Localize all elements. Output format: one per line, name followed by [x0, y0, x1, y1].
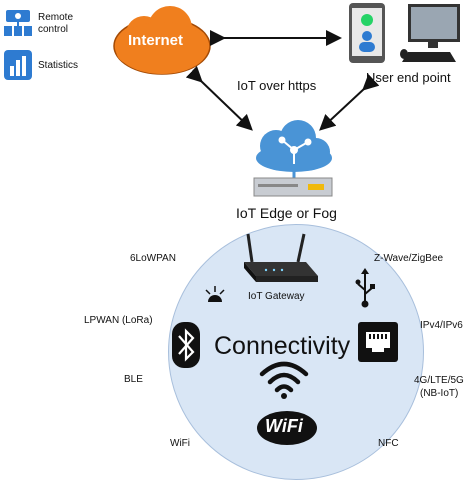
ethernet-port-icon: [358, 322, 398, 362]
protocol-cellular-line2: (NB-IoT): [420, 388, 459, 399]
router-icon: [242, 232, 318, 288]
protocol-zwave-zigbee: Z-Wave/ZigBee: [374, 253, 444, 264]
lpwan-signal-icon: [204, 286, 226, 304]
connectivity-label: Connectivity: [214, 332, 351, 360]
protocol-6lowpan: 6LoWPAN: [130, 253, 176, 264]
iot-edge-fog-label: IoT Edge or Fog: [236, 205, 337, 221]
statistics-label: Statistics: [38, 60, 79, 71]
wifi-logo-icon: [256, 408, 318, 446]
protocol-wifi: WiFi: [170, 438, 190, 449]
wifi-logo-text: WiFi: [265, 416, 303, 436]
internet-cloud: [108, 2, 216, 80]
statistics-icon: [4, 50, 32, 80]
bluetooth-icon: [172, 322, 200, 368]
protocol-ipv4-ipv6: IPv4/IPv6: [420, 320, 463, 331]
protocol-nfc: NFC: [378, 438, 399, 449]
protocol-lpwan: LPWAN (LoRa): [84, 315, 153, 326]
iot-over-https-label: IoT over https: [237, 78, 317, 93]
user-end-point-label: User end point: [366, 70, 451, 85]
protocol-ble: BLE: [124, 374, 143, 385]
remote-control-icon: [4, 8, 32, 40]
internet-label: Internet: [128, 32, 184, 49]
edge-cloud-icon: [248, 118, 336, 202]
iot-gateway-label: IoT Gateway: [248, 291, 305, 302]
computer-monitor-icon: [398, 4, 460, 66]
remote-control-label: Remote control: [38, 12, 74, 35]
usb-icon: [354, 268, 376, 308]
protocol-cellular-line1: 4G/LTE/5G: [414, 375, 464, 386]
wifi-signal-icon: [258, 360, 310, 400]
smartphone-icon: [348, 2, 386, 64]
